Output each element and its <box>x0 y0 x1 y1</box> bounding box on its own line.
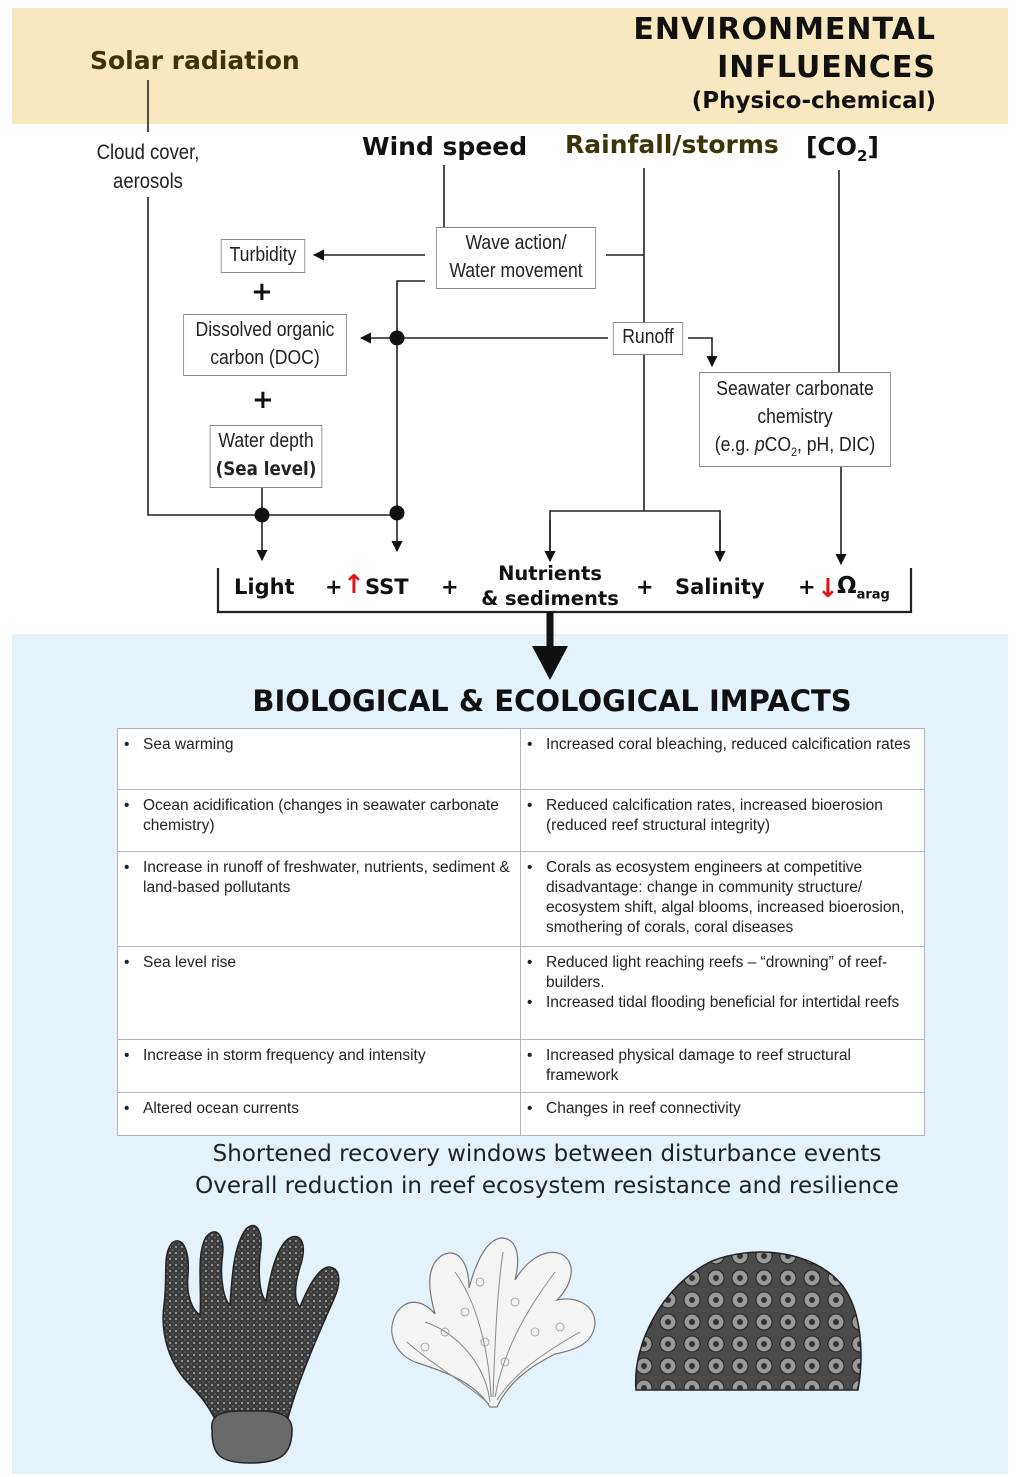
bullet: • <box>527 954 533 971</box>
driver-text: Ocean acidification (changes in seawater… <box>143 797 499 834</box>
stressor-sst: SST <box>365 575 409 599</box>
solar-radiation-label: Solar radiation <box>90 46 300 75</box>
driver-text: Sea warming <box>143 736 234 753</box>
bullet: • <box>527 1047 533 1064</box>
effect-cell: • Increased coral bleaching, reduced calc… <box>520 728 925 790</box>
wave-to-sst-arrow <box>391 280 425 553</box>
branching-coral-drawing <box>162 1224 340 1464</box>
junction-dot <box>254 507 270 523</box>
effect-cell: • Corals as ecosystem engineers at compet… <box>520 851 925 947</box>
bullet: • <box>124 1100 130 1117</box>
driver-text: Increase in storm frequency and intensit… <box>143 1047 426 1064</box>
table-row: • Increase in storm frequency and intensi… <box>117 1039 925 1093</box>
table-row: • Sea level rise • Reduced light reaching r… <box>117 946 925 1040</box>
stressor-omega: Ωarag <box>837 573 890 603</box>
header-title-line1: ENVIRONMENTAL <box>633 12 936 47</box>
summary-line-2: Overall reduction in reef ecosystem resi… <box>195 1173 899 1199</box>
effect-cell: • Reduced calcification rates, increased … <box>520 789 925 852</box>
junction-dot <box>389 505 405 521</box>
junction-dot <box>389 330 405 346</box>
bullet: • <box>124 1047 130 1064</box>
driver-text: Increase in runoff of freshwater, nutrie… <box>143 859 510 896</box>
driver-cell: • Altered ocean currents <box>117 1092 521 1136</box>
bullet: • <box>527 1100 533 1117</box>
connector-diagram <box>147 80 913 680</box>
driver-cell: • Sea level rise <box>117 946 521 1040</box>
effect-text: Reduced light reaching reefs – “drowning… <box>546 954 888 991</box>
driver-cell: • Sea warming <box>117 728 521 790</box>
table-row: • Ocean acidification (changes in seawate… <box>117 789 925 852</box>
up-arrow-icon: ↑ <box>343 570 365 600</box>
effect-text: Changes in reef connectivity <box>546 1100 741 1117</box>
plus-sign: + <box>251 277 273 307</box>
effect-text: Increased physical damage to reef struct… <box>546 1047 851 1084</box>
bullet: • <box>527 736 533 753</box>
wind-speed-label: Wind speed <box>362 132 528 161</box>
runoff-box: Runoff <box>612 322 684 355</box>
down-arrow-icon: ↓ <box>817 574 839 604</box>
plus-sign: + <box>798 575 816 599</box>
effect-cell: • Changes in reef connectivity <box>520 1092 925 1136</box>
doc-box: Dissolved organic carbon (DOC) <box>183 314 347 376</box>
rainfall-storms-label: Rainfall/storms <box>565 130 779 159</box>
bullet: • <box>124 797 130 814</box>
stressor-salinity: Salinity <box>675 575 765 599</box>
stressor-light: Light <box>234 575 295 599</box>
co2-label: [CO2] <box>806 132 879 165</box>
header-subtitle: (Physico-chemical) <box>691 88 936 114</box>
massive-coral-drawing <box>634 1251 862 1391</box>
plus-sign: + <box>252 385 274 415</box>
effect-text: Reduced calcification rates, increased b… <box>546 797 883 834</box>
impact-arrow-head <box>532 646 568 680</box>
stressor-nutrients: Nutrients & sediments <box>481 562 619 610</box>
table-row: • Altered ocean currents • Changes in reef … <box>117 1092 925 1136</box>
effect-cell: • Increased physical damage to reef struc… <box>520 1039 925 1093</box>
bullet: • <box>527 994 533 1011</box>
rainfall-split-line <box>549 510 721 555</box>
bullet: • <box>124 859 130 876</box>
cloud-cover-label: Cloud cover, aerosols <box>96 141 200 193</box>
bullet: • <box>124 736 130 753</box>
summary-line-1: Shortened recovery windows between distu… <box>212 1141 882 1167</box>
driver-cell: • Increase in runoff of freshwater, nutri… <box>117 851 521 947</box>
header-title-line2: INFLUENCES <box>717 50 936 85</box>
impacts-title: BIOLOGICAL & ECOLOGICAL IMPACTS <box>252 684 852 718</box>
runoff-to-seawater-arrow <box>688 337 718 368</box>
plus-sign: + <box>441 575 459 599</box>
driver-text: Altered ocean currents <box>143 1100 299 1117</box>
table-row: • Increase in runoff of freshwater, nutri… <box>117 851 925 947</box>
water-depth-box: Water depth (Sea level) <box>209 425 323 488</box>
plate-coral-drawing <box>391 1237 596 1408</box>
stressor-bracket <box>216 568 913 614</box>
driver-cell: • Increase in storm frequency and intensi… <box>117 1039 521 1093</box>
seawater-carbonate-box: Seawater carbonate chemistry (e.g. pCO2,… <box>699 372 891 467</box>
driver-text: Sea level rise <box>143 954 237 971</box>
table-row: • Sea warming • Increased coral bleaching, … <box>117 728 925 790</box>
impacts-table: • Sea warming • Increased coral bleaching, … <box>117 728 925 1136</box>
plus-sign: + <box>636 575 654 599</box>
effect-text: Corals as ecosystem engineers at competi… <box>546 859 905 936</box>
bullet: • <box>527 859 533 876</box>
turbidity-box: Turbidity <box>220 239 306 273</box>
bullet: • <box>124 954 130 971</box>
effect-cell: • Reduced light reaching reefs – “drownin… <box>520 946 925 1040</box>
effect-text: Increased coral bleaching, reduced calci… <box>546 736 911 753</box>
plus-sign: + <box>325 575 343 599</box>
cloud-to-light-line <box>147 197 262 516</box>
wave-action-box: Wave action/ Water movement <box>435 227 597 289</box>
driver-cell: • Ocean acidification (changes in seawate… <box>117 789 521 852</box>
effect-text: Increased tidal flooding beneficial for … <box>546 994 900 1011</box>
bullet: • <box>527 797 533 814</box>
environmental-background <box>12 8 1008 124</box>
